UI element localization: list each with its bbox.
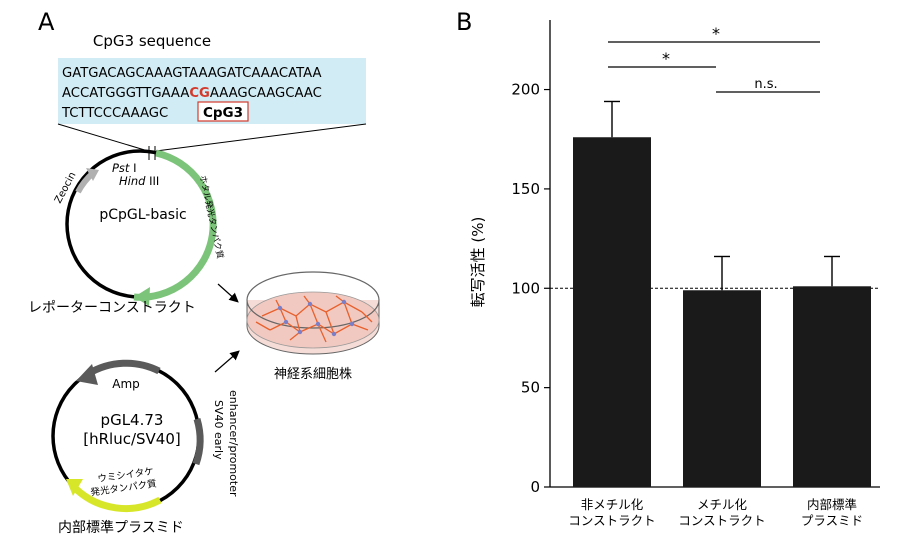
x-tick-label: プラスミド [801, 513, 863, 528]
zeocin-arrowhead [86, 168, 99, 181]
dish-rim [246, 271, 380, 329]
panel-a: A CpG3 sequence GATGACAGCAAAGTAAAGATCAAA… [28, 8, 380, 536]
x-tick-label: コンストラクト [568, 513, 655, 528]
plasmid-2-name-line-1: pGL4.73 [101, 411, 164, 429]
control-caption: 内部標準プラスミド [58, 520, 184, 536]
sequence-title: CpG3 sequence [93, 32, 211, 50]
sig-ns-label: n.s. [754, 77, 777, 92]
hind-site-label: Hind III [119, 174, 159, 188]
reporter-caption: レポーターコンストラクト [28, 300, 196, 316]
pst-site-label: Pst I [112, 161, 137, 175]
sv40-label-line-1: SV40 early [212, 400, 225, 460]
x-tick-label: 非メチル化 [581, 497, 644, 512]
x-tick-label: 内部標準 [807, 497, 857, 512]
bar [683, 290, 761, 487]
zoom-line-left [57, 123, 149, 152]
sequence-line-3: TCTTCCCAAAGC [61, 106, 168, 121]
cpg3-box-label: CpG3 [203, 105, 243, 121]
zoom-line-right [155, 123, 367, 152]
sig-star-mid: * [662, 49, 670, 68]
y-tick-label: 50 [521, 379, 540, 397]
cells-caption: 神経系細胞株 [274, 367, 352, 382]
petri-dish [246, 271, 380, 355]
renilla-arc [73, 486, 162, 513]
luciferase-arrowhead [134, 287, 150, 306]
cg-dinucleotide: CG [189, 86, 210, 101]
arrow-reporter-to-dish [217, 283, 239, 303]
y-tick-label: 100 [511, 279, 540, 297]
renilla-arrowhead [66, 479, 83, 496]
sequence-line-2-post: AAAGCAAGCAAC [210, 86, 322, 101]
y-tick-label: 200 [511, 81, 540, 99]
bar [573, 137, 651, 487]
sig-star-top: * [712, 24, 720, 43]
y-axis-title: 転写活性 (%) [469, 217, 487, 308]
sv40-label-line-2: enhancer/promoter [227, 390, 240, 497]
y-tick-label: 0 [530, 478, 540, 496]
y-tick-label: 150 [511, 180, 540, 198]
cpg3-box [197, 101, 249, 122]
luciferase-arc [133, 149, 217, 301]
sequence-line-2: ACCATGGGTTGAAACGAAAGCAAGCAAC [62, 86, 322, 101]
neuron-cell-bodies [277, 299, 355, 337]
plasmid-1-name: pCpGL-basic [99, 207, 186, 223]
panel-b-label: B [456, 8, 472, 36]
panel-a-label: A [38, 8, 55, 36]
sequence-line-1: GATGACAGCAAAGTAAAGATCAAACATAA [62, 66, 322, 81]
bar [793, 286, 871, 487]
amp-arc [86, 359, 161, 378]
plasmid-2-name-line-2: [hRluc/SV40] [83, 430, 180, 448]
x-tick-label: メチル化 [697, 497, 748, 512]
amp-label: Amp [112, 377, 140, 391]
amp-arrowhead [76, 364, 98, 385]
sv40-block [192, 417, 204, 466]
x-tick-label: コンストラクト [678, 513, 765, 528]
sequence-line-2-pre: ACCATGGGTTGAAA [62, 86, 189, 101]
arrow-control-to-dish [214, 350, 240, 373]
